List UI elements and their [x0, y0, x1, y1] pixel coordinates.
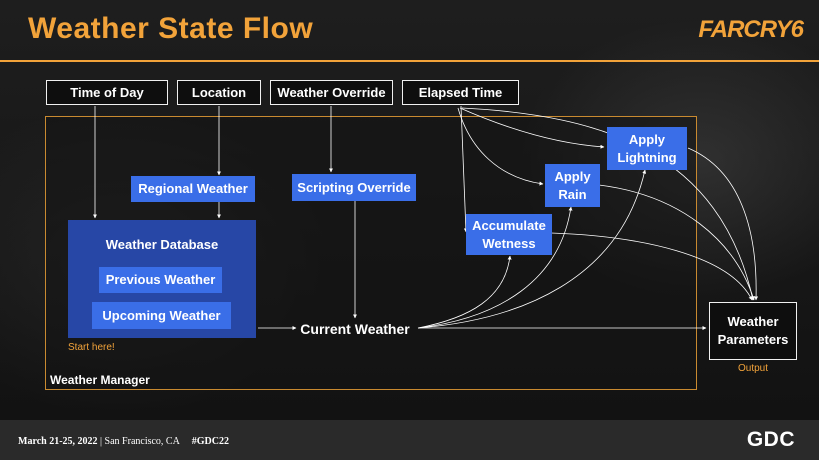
arrow-current-to-rain — [417, 206, 573, 329]
elapsed-time-input: Elapsed Time — [402, 80, 519, 105]
output-label: Output — [738, 363, 769, 374]
apply-lightning-node: Apply Lightning — [607, 127, 687, 170]
title-divider — [0, 60, 819, 62]
weather-parameters-output: Weather Parameters — [709, 302, 797, 360]
accumulate-wetness-node: Accumulate Wetness — [466, 214, 552, 255]
arrow-elapsed-to-wetness — [460, 105, 468, 233]
location-input: Location — [177, 80, 261, 105]
footer-event-info: March 21-25, 2022 | San Francisco, CA #G… — [18, 436, 229, 447]
current-weather-node: Current Weather — [300, 320, 410, 337]
apply-rain-node: Apply Rain — [545, 164, 600, 207]
footer-bar — [0, 420, 819, 460]
regional-weather-node: Regional Weather — [131, 176, 255, 202]
slide-title: Weather State Flow — [28, 12, 314, 45]
weather-override-input: Weather Override — [270, 80, 393, 105]
arrow-rain-to-parameters — [598, 184, 755, 301]
previous-weather-node: Previous Weather — [99, 267, 222, 293]
arrow-lightning-to-parameters — [687, 147, 759, 301]
arrow-wetness-to-parameters — [550, 232, 753, 301]
start-here-label: Start here! — [68, 342, 115, 353]
upcoming-weather-node: Upcoming Weather — [92, 302, 231, 329]
footer-location: San Francisco, CA — [104, 436, 180, 447]
arrow-elapsed-to-rain — [457, 107, 544, 186]
arrow-elapsed-to-lightning — [459, 107, 605, 149]
weather-database-label: Weather Database — [105, 237, 219, 253]
time-of-day-input: Time of Day — [46, 80, 168, 105]
footer-hashtag: #GDC22 — [191, 436, 229, 447]
scripting-override-node: Scripting Override — [292, 174, 416, 201]
gdc-logo: GDC — [746, 428, 795, 451]
arrow-current-to-lightning — [417, 169, 647, 329]
arrow-current-to-wetness — [417, 255, 512, 329]
footer-date: March 21-25, 2022 — [18, 436, 98, 447]
farcry6-logo: FARCRY6 — [698, 16, 804, 43]
footer-separator: | — [100, 436, 105, 447]
weather-manager-label: Weather Manager — [50, 373, 150, 387]
